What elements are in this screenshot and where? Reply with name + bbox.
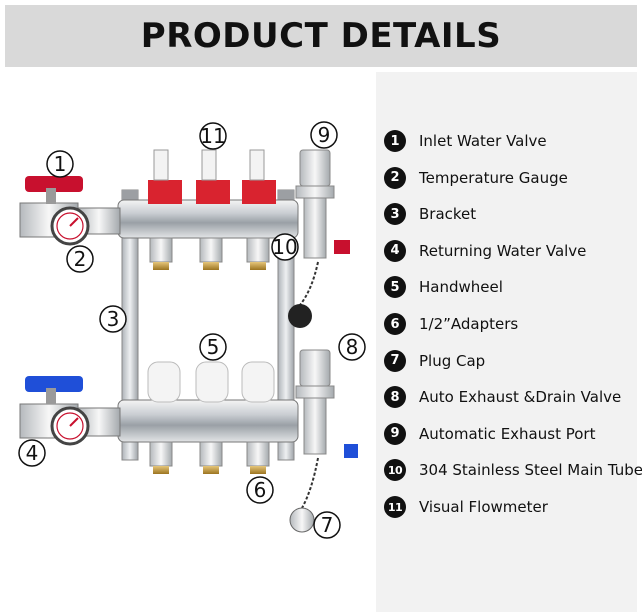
legend-label: 304 Stainless Steel Main Tube (419, 461, 642, 480)
callout-8: 8 (338, 333, 366, 361)
legend-item-main-tube: 10 304 Stainless Steel Main Tube (384, 457, 642, 483)
callout-7: 7 (313, 511, 341, 539)
legend-item-bracket: 3 Bracket (384, 201, 476, 227)
callout-6: 6 (246, 476, 274, 504)
svg-text:6: 6 (254, 478, 267, 502)
legend-label: Visual Flowmeter (419, 498, 548, 516)
callout-4: 4 (18, 439, 46, 467)
page-title: PRODUCT DETAILS (140, 16, 502, 56)
svg-text:10: 10 (272, 235, 297, 259)
legend-label: Handwheel (419, 278, 503, 297)
legend-label: Plug Cap (419, 351, 486, 370)
legend-label: Bracket (419, 205, 477, 224)
legend-item-plug-cap: 7 Plug Cap (384, 348, 485, 374)
legend-number: 1 (384, 130, 406, 152)
legend-number: 3 (384, 203, 406, 226)
legend-item-temperature-gauge: 2 Temperature Gauge (384, 165, 568, 191)
legend-item-inlet-water-valve: 1 Inlet Water Valve (384, 128, 547, 154)
callout-9: 9 (310, 121, 338, 149)
legend-number: 2 (384, 166, 406, 189)
manifold-illustration: 1 2 3 4 5 6 7 8 (18, 121, 366, 539)
legend-item-handwheel: 5 Handwheel (384, 274, 503, 300)
svg-text:4: 4 (26, 441, 39, 465)
inlet-valve (19, 176, 121, 246)
svg-text:11: 11 (200, 124, 225, 148)
legend-number: 8 (384, 386, 406, 409)
svg-text:9: 9 (318, 123, 331, 147)
legend-number: 7 (384, 349, 406, 372)
lower-exhaust-drain-valve (289, 349, 358, 533)
callout-1: 1 (46, 150, 74, 178)
legend-item-adapters: 6 1/2”Adapters (384, 311, 518, 337)
handwheel-group (147, 361, 275, 403)
svg-text:3: 3 (107, 307, 120, 331)
callout-10: 10 (271, 233, 299, 261)
upper-exhaust-valve (288, 149, 350, 328)
svg-text:8: 8 (346, 335, 359, 359)
legend-number: 10 (384, 459, 406, 482)
callout-3: 3 (99, 305, 127, 333)
legend-label: Auto Exhaust &Drain Valve (419, 388, 622, 407)
legend-label: Returning Water Valve (419, 241, 587, 260)
callout-11: 11 (199, 122, 227, 150)
legend-panel (376, 72, 637, 612)
legend-number: 4 (384, 239, 406, 262)
legend-label: Inlet Water Valve (419, 132, 547, 150)
flowmeter-group (148, 149, 276, 204)
callout-markers: 1 2 3 4 5 6 7 8 (18, 121, 366, 539)
legend-item-auto-exhaust-drain-valve: 8 Auto Exhaust &Drain Valve (384, 384, 621, 410)
callout-2: 2 (66, 245, 94, 273)
legend-number: 11 (384, 496, 406, 518)
legend-label: 1/2”Adapters (419, 315, 519, 333)
svg-text:2: 2 (74, 247, 87, 271)
legend-item-automatic-exhaust-port: 9 Automatic Exhaust Port (384, 421, 595, 447)
returning-valve (19, 376, 121, 446)
legend-label: Automatic Exhaust Port (419, 424, 596, 443)
upper-manifold (117, 149, 299, 270)
svg-text:5: 5 (207, 335, 220, 359)
legend-number: 5 (384, 276, 406, 299)
legend-item-visual-flowmeter: 11 Visual Flowmeter (384, 494, 548, 520)
callout-5: 5 (199, 333, 227, 361)
legend-item-returning-water-valve: 4 Returning Water Valve (384, 238, 586, 264)
header-banner: PRODUCT DETAILS (5, 5, 637, 67)
svg-text:7: 7 (321, 513, 334, 537)
legend-number: 6 (384, 313, 406, 335)
legend-number: 9 (384, 422, 406, 445)
legend-label: Temperature Gauge (419, 168, 568, 187)
svg-text:1: 1 (54, 152, 67, 176)
lower-manifold (117, 361, 299, 474)
